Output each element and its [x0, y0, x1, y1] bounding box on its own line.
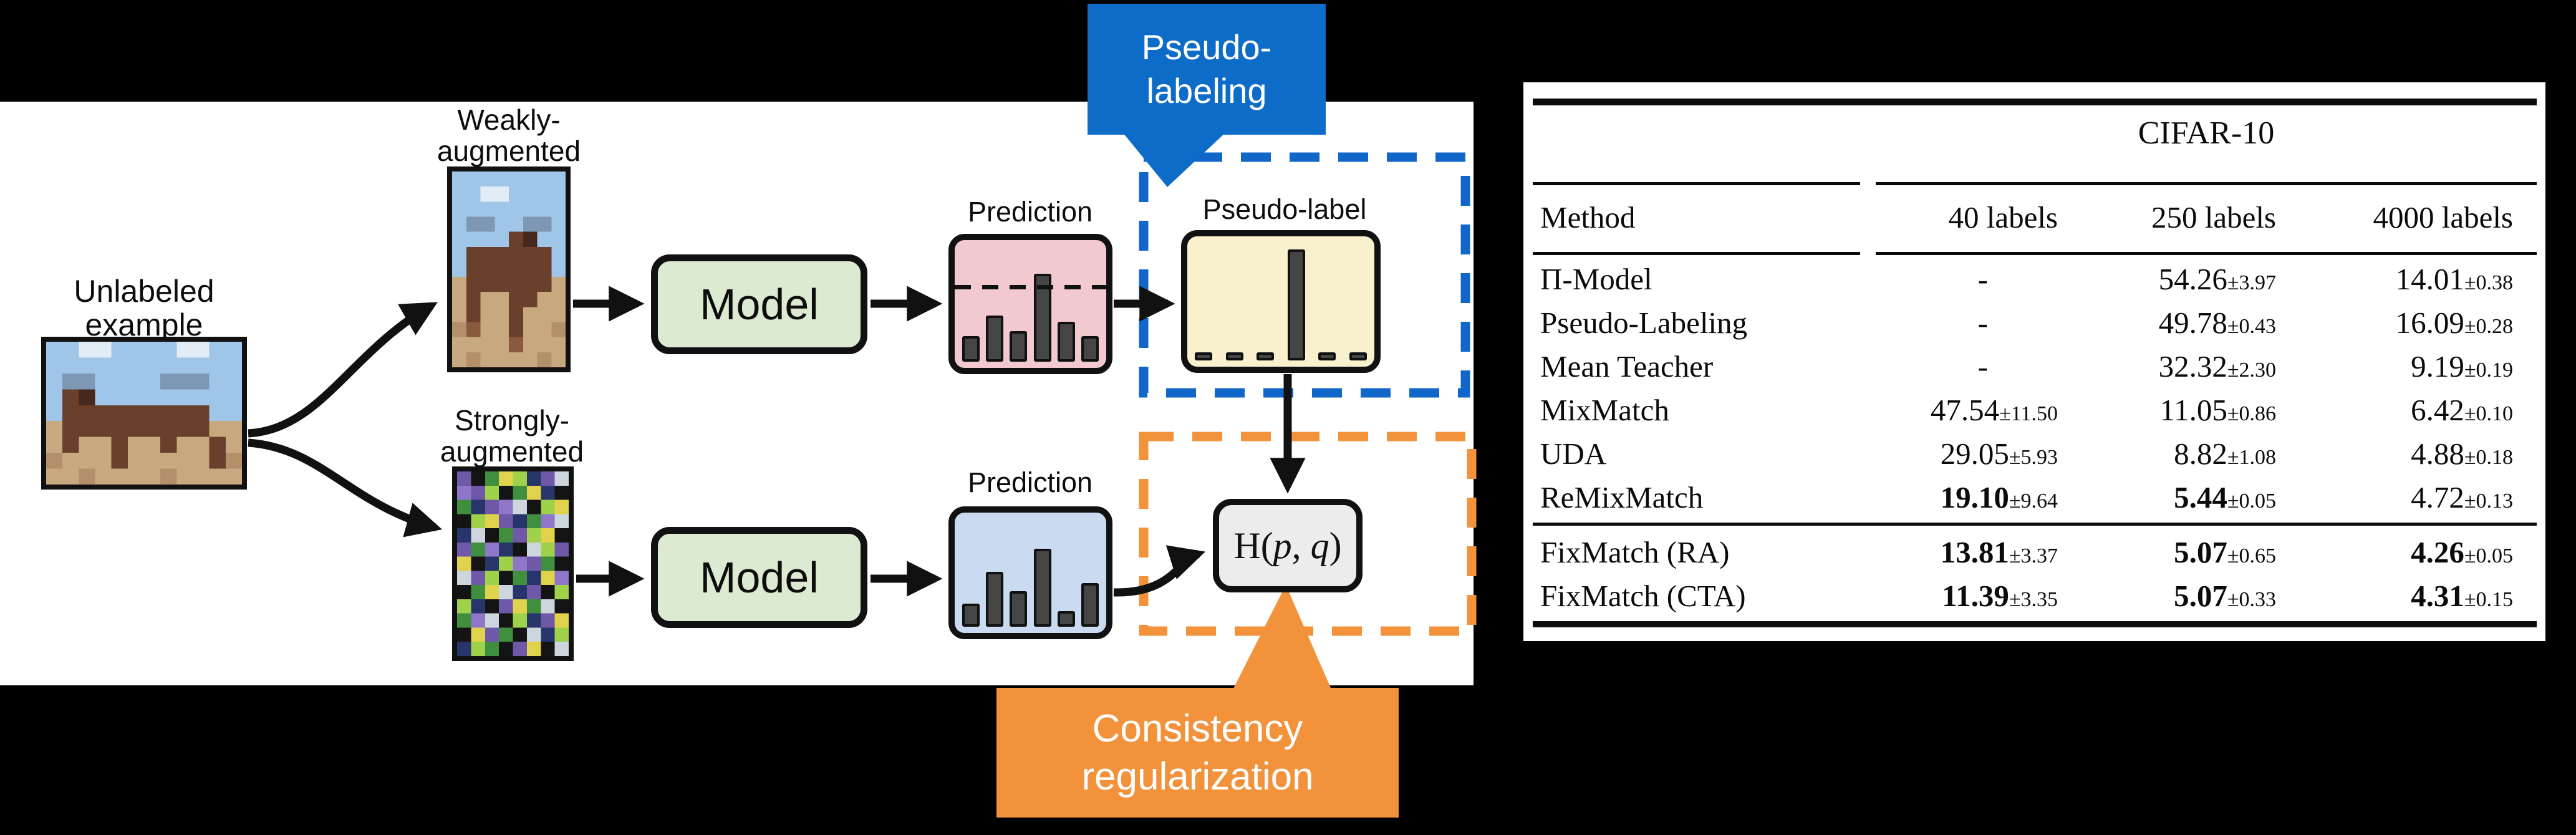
error-rate-cell: 14.01±0.38	[2395, 261, 2513, 296]
weak-prediction-distribution	[948, 234, 1112, 374]
table-row: Mean Teacher - 32.32±2.30 9.19±0.19	[1533, 344, 2537, 388]
error-rate-cell: -	[1977, 305, 1988, 340]
error-rate-cell: 5.07±0.33	[2174, 578, 2276, 613]
table-row: Pseudo-Labeling - 49.78±0.43 16.09±0.28	[1533, 301, 2537, 344]
weak-prediction-bars	[962, 245, 1099, 362]
strong-prediction-caption: Prediction	[967, 466, 1093, 498]
error-rate-cell: 6.42±0.10	[2411, 392, 2513, 427]
col-header-250-labels: 250 labels	[2151, 200, 2276, 234]
class-probability-bar	[962, 336, 980, 362]
class-probability-bar	[1081, 336, 1099, 362]
method-name: UDA	[1540, 436, 1607, 471]
method-name: MixMatch	[1540, 392, 1669, 427]
class-probability-bar	[1010, 591, 1028, 627]
table-cmidrule	[1533, 182, 1860, 185]
error-rate-cell: 49.78±0.43	[2158, 305, 2276, 340]
error-rate-cell: 4.72±0.13	[2411, 480, 2513, 514]
class-probability-bar	[1225, 352, 1243, 360]
error-rate-cell: 5.44±0.05	[2174, 480, 2276, 514]
pseudo-label-bars	[1195, 241, 1367, 360]
col-header-40-labels: 40 labels	[1948, 200, 2058, 234]
error-rate-cell: 8.82±1.08	[2174, 436, 2276, 471]
table-row: FixMatch (CTA) 11.39±3.35 5.07±0.33 4.31±0.…	[1533, 574, 2537, 617]
error-rate-cell: 11.05±0.86	[2159, 392, 2276, 427]
error-rate-cell: 5.07±0.65	[2174, 534, 2276, 569]
table-toprule	[1533, 99, 2537, 105]
table-midrule	[1533, 523, 2537, 526]
table-cmidrule	[1876, 252, 2537, 255]
method-name: Π-Model	[1540, 261, 1652, 296]
table-row: FixMatch (RA) 13.81±3.37 5.07±0.65 4.26±0.0…	[1533, 530, 2537, 574]
table-cmidrule	[1533, 252, 1860, 255]
table-bottomrule	[1533, 621, 2537, 627]
method-name: FixMatch (CTA)	[1540, 578, 1746, 613]
class-probability-bar	[1257, 352, 1275, 360]
confidence-threshold-line	[955, 285, 1106, 289]
results-table-panel: CIFAR-10 Method 40 labels 250 labels 400…	[1523, 82, 2545, 641]
error-rate-cell: 4.88±0.18	[2411, 436, 2513, 471]
table-row: ReMixMatch 19.10±9.64 5.44±0.05 4.72±0.13	[1533, 475, 2537, 519]
col-header-4000-labels: 4000 labels	[2373, 200, 2513, 234]
method-name: ReMixMatch	[1540, 480, 1704, 514]
error-rate-cell: 16.09±0.28	[2395, 305, 2513, 340]
class-probability-bar	[1349, 352, 1367, 360]
strongly-augmented-caption: Strongly-augmented	[440, 404, 584, 468]
model-box-bottom: Model	[651, 527, 867, 628]
error-rate-cell: 19.10±9.64	[1940, 480, 2058, 514]
weakly-augmented-caption: Weakly-augmented	[437, 104, 581, 167]
consistency-regularization-callout: Consistency regularization	[996, 688, 1399, 818]
error-rate-cell: 9.19±0.19	[2411, 349, 2513, 384]
class-probability-bar	[1010, 331, 1028, 362]
method-name: Pseudo-Labeling	[1540, 305, 1748, 340]
error-rate-cell: 29.05±5.93	[1940, 436, 2058, 471]
class-probability-bar	[1057, 611, 1075, 627]
table-header-row: Method 40 labels 250 labels 4000 labels	[1533, 187, 2537, 247]
pseudo-labeling-callout: Pseudo- labeling	[1088, 4, 1326, 135]
error-rate-cell: 32.32±2.30	[2158, 349, 2276, 384]
model-box-top: Model	[651, 254, 867, 354]
col-header-method: Method	[1540, 200, 1636, 234]
table-cmidrule	[1876, 182, 2537, 185]
method-name: FixMatch (RA)	[1540, 534, 1730, 569]
method-name: Mean Teacher	[1540, 349, 1714, 384]
class-probability-bar	[1033, 549, 1051, 627]
error-rate-cell: -	[1977, 261, 1988, 296]
class-probability-bar	[1057, 322, 1075, 362]
error-rate-cell: 13.81±3.37	[1940, 534, 2058, 569]
table-row: MixMatch 47.54±11.50 11.05±0.86 6.42±0.10	[1533, 388, 2537, 432]
class-probability-bar	[1287, 249, 1305, 360]
strongly-augmented-horse-image	[452, 466, 574, 661]
class-probability-bar	[962, 604, 980, 627]
strong-prediction-distribution	[948, 506, 1112, 639]
error-rate-cell: -	[1977, 349, 1988, 384]
class-probability-bar	[1195, 352, 1212, 360]
class-probability-bar	[1318, 352, 1336, 360]
class-probability-bar	[1081, 583, 1099, 627]
class-probability-bar	[986, 316, 1004, 362]
weak-prediction-caption: Prediction	[967, 196, 1093, 228]
pseudo-label-caption: Pseudo-label	[1202, 193, 1367, 225]
table-row: UDA 29.05±5.93 8.82±1.08 4.88±0.18	[1533, 432, 2537, 475]
error-rate-cell: 4.26±0.05	[2411, 534, 2513, 569]
strong-prediction-bars	[962, 518, 1099, 627]
pseudo-label-distribution	[1181, 230, 1381, 373]
error-rate-cell: 54.26±3.97	[2158, 261, 2276, 296]
weakly-augmented-horse-image	[447, 167, 571, 372]
cross-entropy-loss-box: H(p, q)	[1213, 499, 1363, 592]
error-rate-cell: 4.31±0.15	[2411, 578, 2513, 613]
unlabeled-horse-image	[41, 337, 247, 490]
table-dataset-title: CIFAR-10	[2138, 115, 2275, 151]
loss-formula: H(p, q)	[1233, 524, 1342, 566]
table-row: Π-Model - 54.26±3.97 14.01±0.38	[1533, 257, 2537, 301]
error-rate-cell: 47.54±11.50	[1930, 392, 2058, 427]
error-rate-cell: 11.39±3.35	[1942, 578, 2058, 613]
class-probability-bar	[986, 572, 1004, 627]
